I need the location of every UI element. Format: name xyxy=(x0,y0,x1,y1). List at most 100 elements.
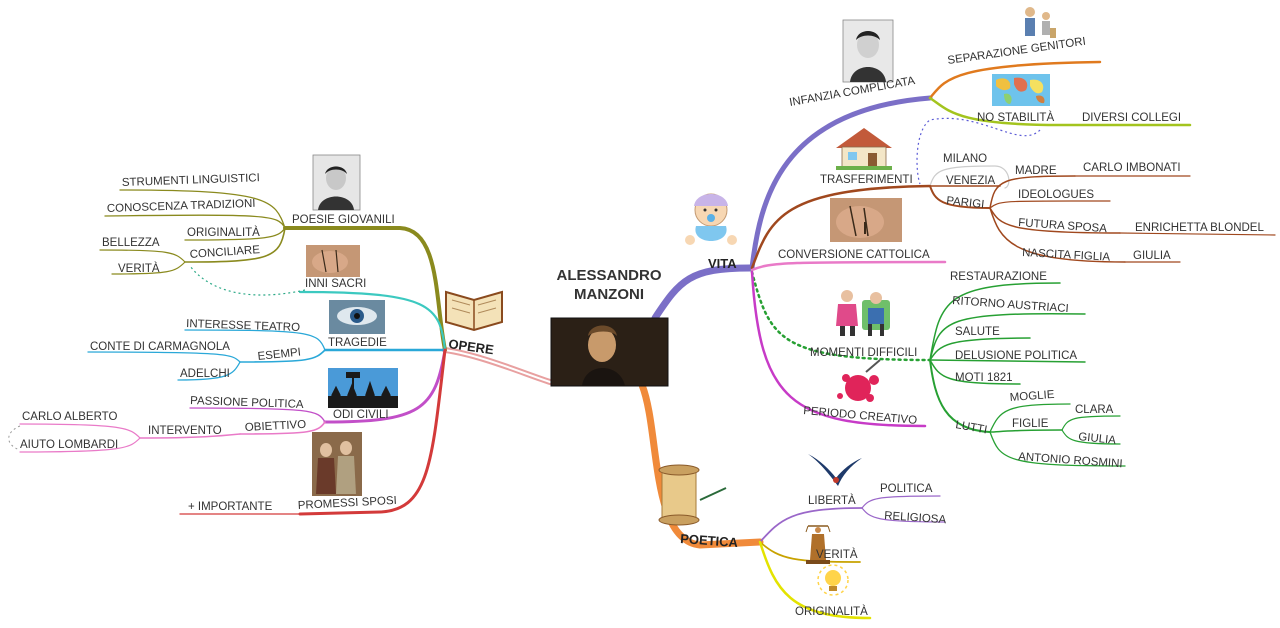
node-originalita: ORIGINALITÀ xyxy=(187,226,260,239)
node-bellezza: BELLEZZA xyxy=(102,237,160,249)
branch-poetica-line xyxy=(638,381,764,549)
momenti-moti-line xyxy=(929,359,1021,385)
sad-couple-icon xyxy=(836,290,890,336)
node-aiuto: AIUTO LOMBARDI xyxy=(20,439,118,451)
node-esempi: ESEMPI xyxy=(257,347,301,363)
momenti-salute-line xyxy=(929,337,1031,361)
branch-vita-line xyxy=(651,264,754,322)
node-inni: INNI SACRI xyxy=(305,278,366,290)
node-diversi-collegi: DIVERSI COLLEGI xyxy=(1082,112,1181,124)
node-salute: SALUTE xyxy=(955,326,1000,338)
conciliare-bellezza-line xyxy=(99,249,186,263)
node-verita-poetica: VERITÀ xyxy=(816,548,858,561)
node-poesie: POESIE GIOVANILI xyxy=(292,214,395,226)
poesie-portrait-image xyxy=(312,154,361,211)
vita-periodo-line xyxy=(750,270,927,428)
node-politica: POLITICA xyxy=(880,483,933,495)
figlie-clara-line xyxy=(1061,415,1121,431)
parigi-nascita-line xyxy=(989,207,1126,263)
lutti-antonio-line xyxy=(989,431,1126,467)
node-lutti: LUTTI xyxy=(954,419,988,436)
node-restaurazione: RESTAURAZIONE xyxy=(950,271,1047,283)
node-verita: VERITÀ xyxy=(118,262,160,275)
node-odi: ODI CIVILI xyxy=(333,409,389,421)
node-ideologues: IDEOLOGUES xyxy=(1018,189,1094,201)
node-moti: MOTI 1821 xyxy=(955,372,1013,384)
poetica-verita-line xyxy=(759,541,861,563)
node-antonio: ANTONIO ROSMINI xyxy=(1018,451,1123,470)
branch-poetica-label: POETICA xyxy=(680,531,739,550)
node-giulia: GIULIA xyxy=(1133,250,1171,262)
momenti-lutti-line xyxy=(929,359,991,433)
opere-promessi-line xyxy=(298,348,447,516)
node-giulia-lutti: GIULIA xyxy=(1078,431,1117,447)
center-title-line1: ALESSANDRO xyxy=(556,267,661,284)
node-clara: CLARA xyxy=(1075,404,1114,416)
node-no-stabilita: NO STABILITÀ xyxy=(977,111,1054,124)
poetica-originalita-line xyxy=(758,540,872,620)
association-stabilita-trasferimenti xyxy=(916,117,1041,185)
odi-obiettivo-line xyxy=(239,421,326,435)
branch-opere-label: OPERE xyxy=(448,336,495,357)
inni-rosary-image xyxy=(306,245,360,277)
opere-odi-line xyxy=(323,348,447,424)
node-parigi: PARIGI xyxy=(946,195,985,211)
branch-opere-highlight xyxy=(444,349,551,383)
node-momenti: MOMENTI DIFFICILI xyxy=(810,347,917,359)
lutti-figlie-line xyxy=(989,429,1063,433)
infanzia-stabilita-line xyxy=(928,96,1192,127)
intervento-carlo-line xyxy=(19,423,141,439)
tragedie-interesse-line xyxy=(184,329,326,351)
node-milano: MILANO xyxy=(943,153,987,165)
vita-infanzia-line xyxy=(749,95,933,271)
node-intervento: INTERVENTO xyxy=(148,425,222,437)
young-portrait-image xyxy=(842,19,894,83)
opere-inni-line xyxy=(298,290,447,352)
house-icon xyxy=(836,128,892,170)
momenti-restaurazione-line xyxy=(929,282,1061,361)
vita-trasferimenti-line xyxy=(750,184,932,270)
parigi-ideologues-line xyxy=(989,200,1111,209)
intervento-aiuto-line xyxy=(19,437,141,453)
node-tragedie: TRAGEDIE xyxy=(328,337,387,349)
node-conoscenza: CONOSCENZA TRADIZIONI xyxy=(107,198,256,215)
node-trasferimenti: TRASFERIMENTI xyxy=(820,174,913,186)
node-obiettivo: OBIETTIVO xyxy=(245,419,307,434)
node-carlo-imbonati: CARLO IMBONATI xyxy=(1083,162,1181,174)
justice-statue-icon xyxy=(805,525,831,564)
node-interesse: INTERESSE TEATRO xyxy=(186,318,300,334)
tragedie-esempi-line xyxy=(239,349,326,363)
book-icon xyxy=(445,290,503,332)
node-strumenti: STRUMENTI LINGUISTICI xyxy=(122,172,260,189)
node-importante: + IMPORTANTE xyxy=(188,501,273,513)
node-enrichetta: ENRICHETTA BLONDEL xyxy=(1135,222,1264,234)
eye-image xyxy=(329,300,385,334)
node-originalita-poetica: ORIGINALITÀ xyxy=(795,605,868,618)
association-inni-conciliare xyxy=(189,265,306,296)
node-madre: MADRE xyxy=(1015,165,1057,177)
node-conversione: CONVERSIONE CATTOLICA xyxy=(778,249,930,261)
parigi-futura-line xyxy=(989,207,1121,234)
family-icon xyxy=(1025,7,1056,38)
association-carlo-aiuto xyxy=(8,425,21,451)
swallow-icon xyxy=(808,454,862,486)
lutti-moglie-line xyxy=(989,403,1071,433)
node-religiosa: RELIGIOSA xyxy=(884,510,947,526)
node-nascita-figlia: NASCITA FIGLIA xyxy=(1022,247,1111,264)
paint-splash-icon xyxy=(837,359,881,402)
infanzia-separazione-line xyxy=(928,60,1102,100)
momenti-delusione-line xyxy=(929,359,1086,363)
poesie-conoscenza-line xyxy=(104,214,286,229)
branch-vita-label: VITA xyxy=(708,256,737,271)
vita-conversione-line xyxy=(750,260,947,272)
poetica-liberta-line xyxy=(759,507,863,543)
vita-momenti-line xyxy=(750,270,932,362)
node-adelchi: ADELCHI xyxy=(180,368,230,380)
conciliare-verita-line xyxy=(111,261,186,275)
poesie-conciliare-line xyxy=(184,227,286,263)
obiettivo-intervento-line xyxy=(139,433,241,439)
node-carlo-alberto: CARLO ALBERTO xyxy=(22,411,118,423)
scroll-icon xyxy=(658,464,727,526)
odi-passione-line xyxy=(189,407,326,423)
